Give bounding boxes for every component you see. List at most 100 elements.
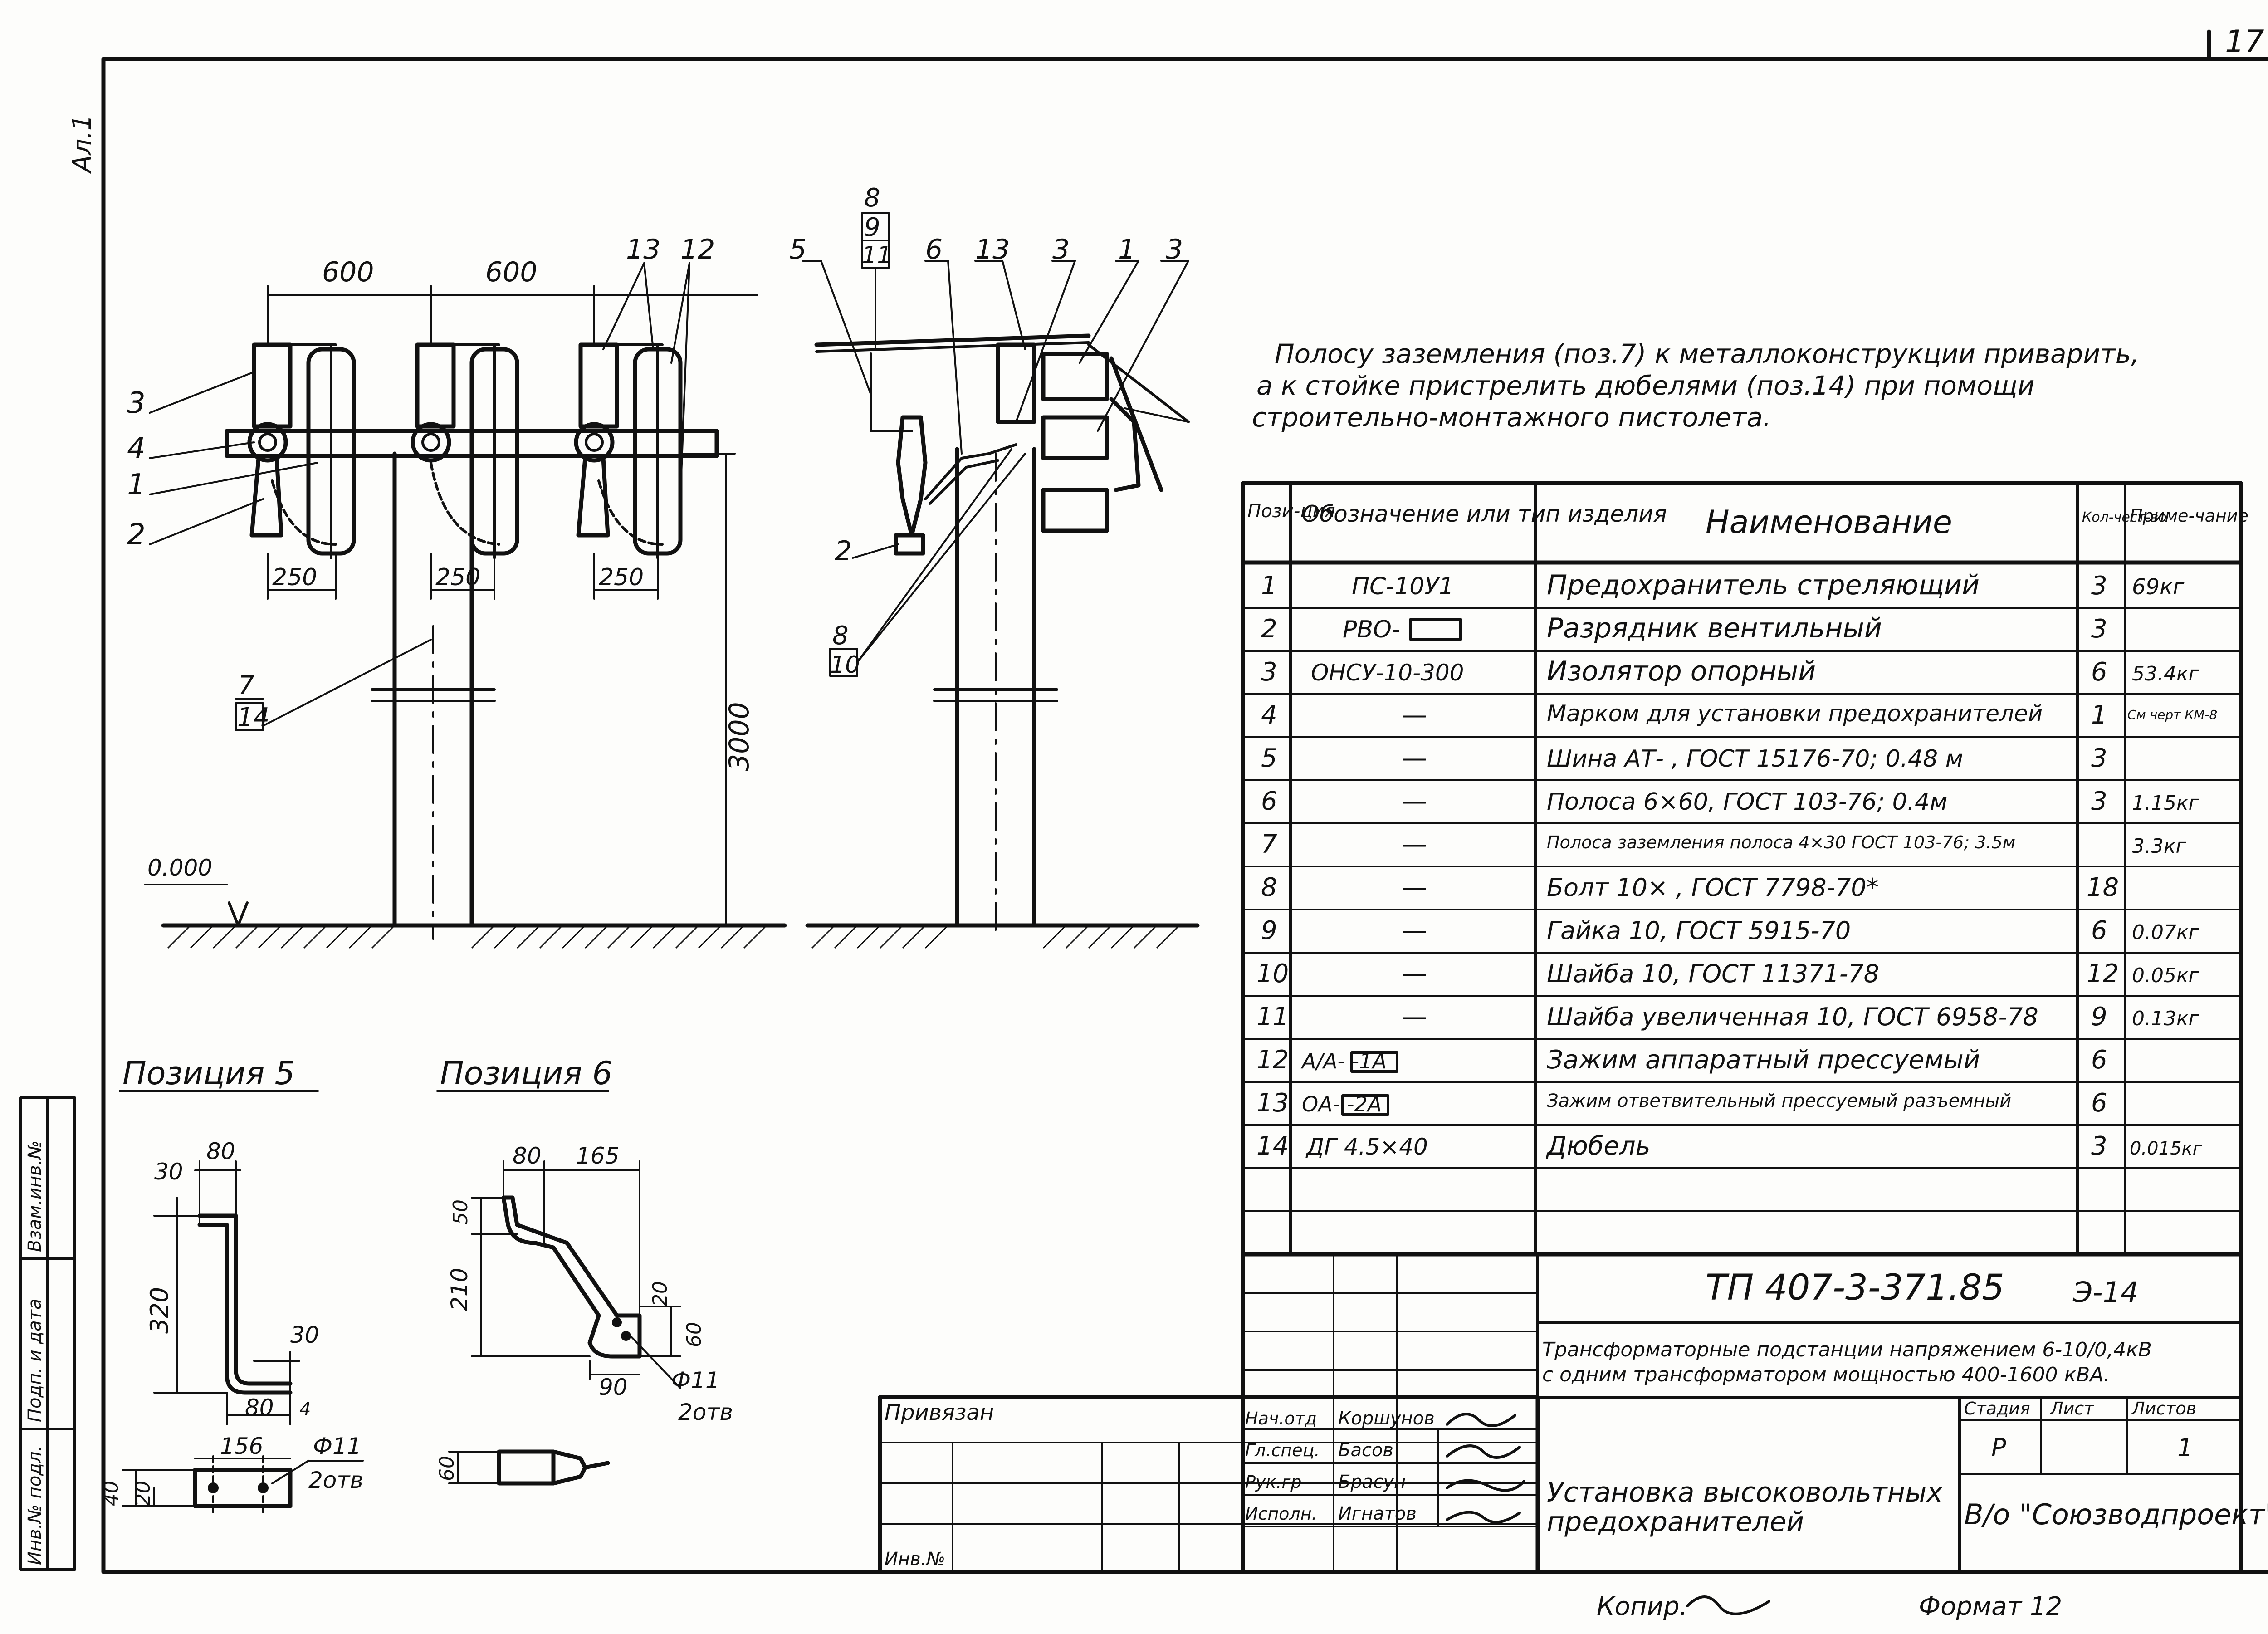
svg-text:0.05кг: 0.05кг (2132, 964, 2200, 987)
svg-text:0.015кг: 0.015кг (2130, 1138, 2203, 1159)
svg-text:Дюбель: Дюбель (1545, 1131, 1651, 1161)
svg-text:9: 9 (1261, 916, 1277, 945)
svg-text:12: 12 (2087, 959, 2119, 988)
table-row: 13 ОА- -2А Зажим ответвительный прессуем… (1256, 1088, 2107, 1118)
svg-text:18: 18 (2087, 873, 2119, 902)
pos5-dim-40: 40 (100, 1481, 123, 1506)
table-row: 10 — Шайба 10, ГОСТ 11371-78 12 0.05кг (1256, 959, 2200, 988)
table-row: 8 — Болт 10× , ГОСТ 7798-70* 18 (1261, 873, 2119, 902)
svg-text:Шайба увеличенная 10, ГОСТ 695: Шайба увеличенная 10, ГОСТ 6958-78 (1547, 1003, 2038, 1031)
svg-text:10: 10 (1256, 959, 1289, 988)
callout-7: 7 (238, 671, 254, 700)
pos5-dim-30: 30 (154, 1159, 183, 1185)
pos6-dim-50: 50 (449, 1199, 472, 1225)
pos6-dim-165: 165 (576, 1143, 619, 1169)
role-2: Гл.спец. (1245, 1440, 1320, 1460)
dim-600-right: 600 (485, 256, 538, 288)
svg-text:12: 12 (1256, 1045, 1289, 1075)
svg-text:Болт 10× , ГОСТ 7798-70*: Болт 10× , ГОСТ 7798-70* (1547, 873, 1879, 902)
svg-text:6: 6 (2091, 657, 2107, 687)
pos5-dim-20: 20 (132, 1481, 155, 1506)
fuse-unit-3 (574, 342, 683, 559)
callout-2: 2 (127, 518, 146, 552)
pos6-dim-210: 210 (446, 1268, 473, 1311)
organization: В/о "Союзводпроект" (1964, 1498, 2268, 1531)
svg-text:2: 2 (1261, 614, 1277, 644)
copy-label: Копир. (1597, 1592, 1687, 1621)
fuse-unit-2 (411, 342, 519, 559)
svg-text:6: 6 (1261, 787, 1277, 816)
svg-text:13: 13 (1256, 1088, 1289, 1118)
svg-text:3: 3 (2091, 787, 2107, 816)
svg-text:0.07кг: 0.07кг (2132, 921, 2200, 944)
position-6-detail: Позиция 6 80 165 50 210 20 60 90 Ф11 2от… (435, 1055, 733, 1486)
callout-12: 12 (680, 234, 715, 265)
sheet-header: Лист (2049, 1399, 2095, 1419)
table-row: 2 РВО- Разрядник вентильный 3 (1261, 612, 2107, 644)
svg-text:—: — (1402, 959, 1427, 988)
pos6-dim-80: 80 (513, 1143, 542, 1169)
side-callout-6: 6 (925, 234, 943, 265)
svg-text:См черт КМ-8: См черт КМ-8 (2127, 707, 2217, 722)
svg-text:1.15кг: 1.15кг (2132, 792, 2200, 815)
side-callout-10: 10 (830, 651, 860, 679)
doc-code: ТП 407-3-371.85 (1706, 1267, 2004, 1308)
margin-stamp (19, 1096, 76, 1571)
name-2: Басов (1338, 1440, 1393, 1461)
hdr-pos: Пози-ция (1247, 501, 1335, 522)
svg-text:3: 3 (2091, 614, 2107, 644)
svg-text:4: 4 (1261, 700, 1277, 730)
svg-text:Шина АТ- , ГОСТ 15176-70;: Шина АТ- , ГОСТ 15176-70; 0.48 м (1547, 745, 1963, 773)
note-line-2: а к стойке пристрелить дюбелями (поз.14)… (1256, 370, 2034, 401)
project-line-1: Трансформаторные подстанции напряжением … (1542, 1338, 2152, 1361)
pos6-plan-dim-60: 60 (435, 1456, 459, 1481)
pos6-title: Позиция 6 (440, 1055, 612, 1092)
svg-text:ДГ 4.5×40: ДГ 4.5×40 (1305, 1134, 1428, 1160)
table-row: 6 — Полоса 6×60, ГОСТ 103-76; 0.4м 3 1.1… (1261, 787, 2200, 816)
svg-text:6: 6 (2091, 1088, 2107, 1118)
side-callout-3b: 3 (1166, 234, 1183, 265)
side-callout-8a: 8 (864, 183, 880, 213)
stage-header: Стадия (1964, 1399, 2030, 1419)
copy-signature (1686, 1595, 1770, 1615)
role-3: Рук.гр (1245, 1472, 1302, 1492)
pos6-dim-20: 20 (649, 1281, 672, 1306)
hdr-name: Наименование (1706, 504, 1952, 541)
svg-text:—: — (1402, 916, 1427, 945)
svg-text:—: — (1402, 787, 1427, 816)
sheets-header: Листов (2131, 1399, 2196, 1419)
side-callout-5: 5 (789, 234, 807, 265)
table-row: 4 — Марком для установки предохранителей… (1261, 700, 2217, 730)
front-view: 600 600 250 250 250 3000 0.000 3 4 1 2 (127, 234, 787, 949)
callout-1: 1 (127, 468, 146, 502)
svg-text:69кг: 69кг (2132, 574, 2185, 600)
side-callout-8b: 8 (832, 621, 849, 651)
name-4: Игнатов (1338, 1503, 1417, 1524)
pos5-holes: 2отв (308, 1467, 363, 1493)
svg-text:3: 3 (2091, 571, 2107, 601)
stamp-sign-date: Подп. и дата (24, 1299, 45, 1422)
side-callout-1: 1 (1118, 234, 1135, 265)
side-callout-9: 9 (864, 213, 880, 242)
name-3: Брасун (1338, 1472, 1406, 1492)
svg-text:6: 6 (2091, 916, 2107, 945)
svg-text:8: 8 (1261, 873, 1277, 902)
pos5-dim-80-top: 80 (206, 1138, 235, 1164)
pos5-dim-80-bot: 80 (245, 1394, 274, 1421)
table-row: 11 — Шайба увеличенная 10, ГОСТ 6958-78 … (1256, 1002, 2200, 1032)
dim-600-left: 600 (322, 256, 374, 288)
svg-text:Шайба 10, ГОСТ 11371-78: Шайба 10, ГОСТ 11371-78 (1547, 959, 1879, 988)
callout-3: 3 (127, 386, 146, 420)
svg-text:1: 1 (1261, 571, 1277, 601)
table-row: 1 ПС-10У1 Предохранитель стреляющий 3 69… (1261, 569, 2185, 601)
svg-text:—: — (1402, 830, 1427, 859)
fuse-unit-1 (247, 342, 356, 559)
pos5-dim-320: 320 (145, 1287, 174, 1334)
ground-hatch-left (167, 925, 767, 949)
svg-text:Марком для установки предохран: Марком для установки предохранителей (1547, 700, 2043, 727)
table-row: 5 — Шина АТ- , ГОСТ 15176-70; 0.48 м 3 (1261, 744, 2107, 773)
pos6-dim-60: 60 (683, 1322, 706, 1347)
callout-14: 14 (237, 703, 269, 732)
pos5-dim-4: 4 (299, 1399, 311, 1420)
hdr-qty: Кол-чест-во (2082, 509, 2167, 525)
